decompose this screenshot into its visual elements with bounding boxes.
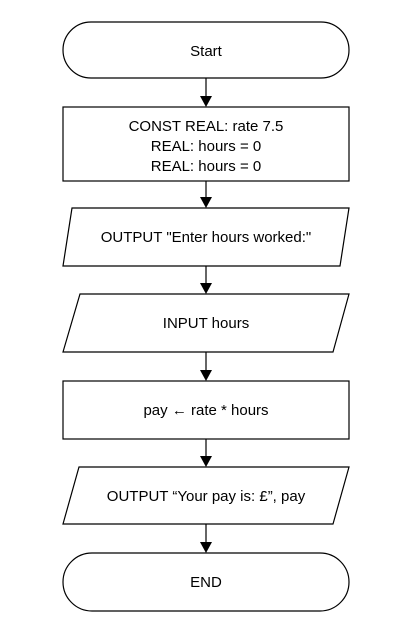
declare-line-3: REAL: hours = 0 <box>151 158 261 175</box>
declare-node: CONST REAL: rate 7.5 REAL: hours = 0 REA… <box>62 106 350 182</box>
connector-start-to-declare <box>200 78 212 107</box>
connector-declare-to-prompt <box>200 181 212 208</box>
start-label: Start <box>190 43 223 60</box>
arrowhead <box>200 96 212 107</box>
arrowhead <box>200 542 212 553</box>
connector-prompt-to-input <box>200 266 212 294</box>
output-pay-node: OUTPUT “Your pay is: £”, pay <box>62 466 350 525</box>
arrowhead <box>200 456 212 467</box>
arrowhead <box>200 283 212 294</box>
end-terminator-shape <box>62 552 350 612</box>
output-prompt-io-shape <box>62 207 350 267</box>
declare-process-shape <box>62 106 350 182</box>
process-label: pay ← rate * hours <box>143 402 268 419</box>
connector-input-to-process <box>200 352 212 381</box>
start-node: Start <box>62 21 350 79</box>
output-pay-io-shape <box>62 466 350 525</box>
arrowhead <box>200 197 212 208</box>
connector-process-to-output <box>200 439 212 467</box>
process-shape <box>62 380 350 440</box>
declare-line-2: REAL: hours = 0 <box>151 138 261 155</box>
output-prompt-node: OUTPUT "Enter hours worked:" <box>62 207 350 267</box>
end-node: END <box>62 552 350 612</box>
input-node: INPUT hours <box>62 293 350 353</box>
input-label: INPUT hours <box>163 315 249 332</box>
end-label: END <box>190 574 222 591</box>
arrowhead <box>200 370 212 381</box>
connector-output-to-end <box>200 524 212 553</box>
input-io-shape <box>62 293 350 353</box>
process-node: pay ← rate * hours <box>62 380 350 440</box>
declare-line-1: CONST REAL: rate 7.5 <box>129 118 284 135</box>
output-prompt-label: OUTPUT "Enter hours worked:" <box>101 229 311 246</box>
output-pay-label: OUTPUT “Your pay is: £”, pay <box>107 488 306 505</box>
